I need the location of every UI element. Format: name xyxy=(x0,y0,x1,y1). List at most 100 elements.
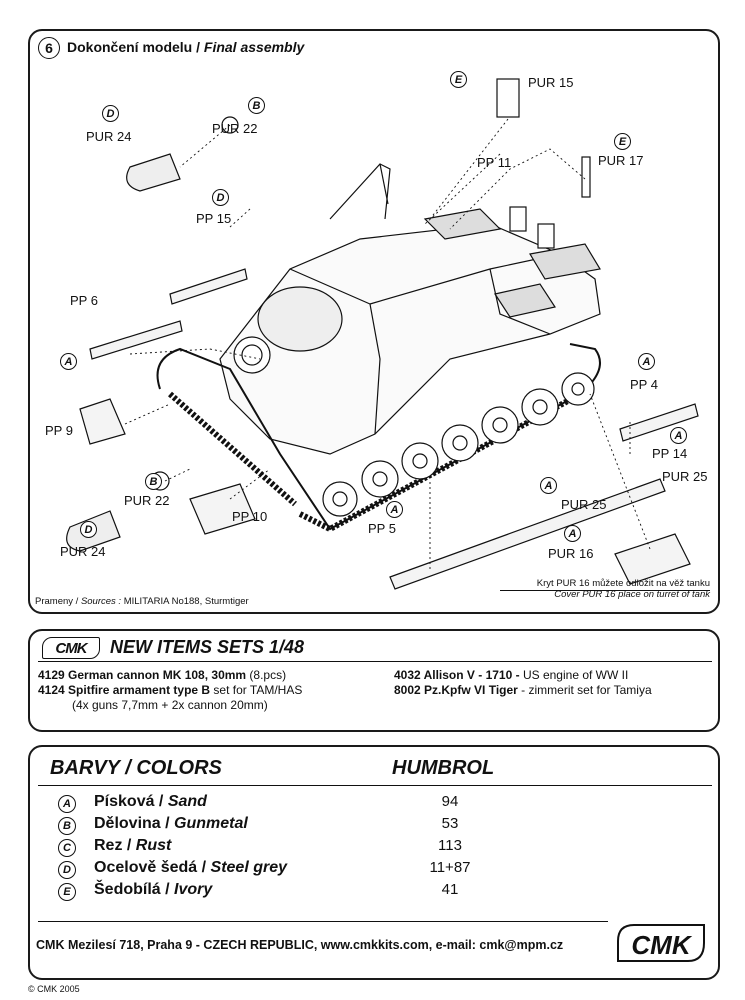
color-number: 41 xyxy=(441,881,459,898)
paint-marker-icon: E xyxy=(58,883,76,901)
assembly-panel: 6 Dokončení modelu / Final assembly xyxy=(28,29,720,614)
paint-marker-icon: A xyxy=(60,353,77,370)
color-number: 53 xyxy=(441,815,459,832)
cmk-logo: CMK xyxy=(617,924,705,962)
paint-marker-icon: D xyxy=(58,861,76,879)
new-item: 4032 Allison V - 1710 - US engine of WW … xyxy=(394,668,652,683)
new-item: (4x guns 7,7mm + 2x cannon 20mm) xyxy=(38,698,302,713)
divider xyxy=(500,590,710,591)
color-name: Dělovina / Gunmetal xyxy=(94,815,248,833)
colors-panel: BARVY / COLORS HUMBROL A Písková / Sand … xyxy=(28,745,720,980)
item-desc: set for TAM/HAS xyxy=(210,683,303,697)
paint-marker-icon: A xyxy=(58,795,76,813)
color-name: Písková / Sand xyxy=(94,793,207,811)
paint-marker-icon: D xyxy=(80,521,97,538)
sources-label: Prameny / xyxy=(35,596,79,607)
part-label-pur22: PUR 22 xyxy=(124,493,170,508)
paint-marker-icon: A xyxy=(386,501,403,518)
paint-marker-icon: B xyxy=(145,473,162,490)
color-name-en: Rust xyxy=(135,837,172,854)
sources-line: Prameny / Sources : MILITARIA No188, Stu… xyxy=(35,596,249,607)
new-items-right-column: 4032 Allison V - 1710 - US engine of WW … xyxy=(394,668,652,698)
color-row: C Rez / Rust 113 xyxy=(30,837,720,859)
new-items-left-column: 4129 German cannon MK 108, 30mm (8.pcs) … xyxy=(38,668,302,713)
color-number: 94 xyxy=(441,793,459,810)
step-title: Dokončení modelu / Final assembly xyxy=(67,39,304,55)
color-row: D Ocelově šedá / Steel grey 11+87 xyxy=(30,859,720,881)
item-desc: (8.pcs) xyxy=(246,668,287,682)
new-items-panel: CMK NEW ITEMS SETS 1/48 4129 German cann… xyxy=(28,629,720,732)
cover-note-en: Cover PUR 16 place on turret of tank xyxy=(554,589,710,600)
step-title-en: Final assembly xyxy=(203,39,305,55)
paint-marker-icon: E xyxy=(614,133,631,150)
color-name-en: Ivory xyxy=(174,881,213,898)
color-row: B Dělovina / Gunmetal 53 xyxy=(30,815,720,837)
colors-brand: HUMBROL xyxy=(392,757,495,779)
color-number: 113 xyxy=(438,837,462,854)
color-name-cz: Ocelově šedá / xyxy=(94,859,207,876)
color-name-cz: Rez / xyxy=(94,837,132,854)
paint-marker-icon: B xyxy=(248,97,265,114)
color-name-cz: Písková / xyxy=(94,793,164,810)
paint-marker-icon: A xyxy=(540,477,557,494)
color-name-cz: Dělovina / xyxy=(94,815,170,832)
color-name-cz: Šedobílá / xyxy=(94,881,170,898)
new-item: 4129 German cannon MK 108, 30mm (8.pcs) xyxy=(38,668,302,683)
part-label-pur24: PUR 24 xyxy=(60,544,106,559)
color-name: Šedobílá / Ivory xyxy=(94,881,212,899)
cmk-logo: CMK xyxy=(42,637,100,659)
paint-marker-icon: D xyxy=(212,189,229,206)
divider xyxy=(38,921,608,922)
part-label-pur25: PUR 25 xyxy=(662,469,708,484)
paint-marker-icon: C xyxy=(58,839,76,857)
item-code: 4129 German cannon MK 108, 30mm xyxy=(38,668,247,682)
cmk-logo-text: CMK xyxy=(631,930,692,960)
tank-assembly-drawing xyxy=(66,78,699,590)
part-label-pp11: PP 11 xyxy=(477,155,512,170)
copyright: © CMK 2005 xyxy=(28,984,80,994)
color-name: Rez / Rust xyxy=(94,837,171,855)
color-name-en: Gunmetal xyxy=(174,815,248,832)
part-label-pp10: PP 10 xyxy=(232,509,268,524)
part-label-pp4: PP 4 xyxy=(630,377,658,392)
paint-marker-icon: A xyxy=(564,525,581,542)
divider xyxy=(38,785,712,786)
part-label-pur24: PUR 24 xyxy=(86,129,132,144)
new-item: 8002 Pz.Kpfw VI Tiger - zimmerit set for… xyxy=(394,683,652,698)
part-label-pp15: PP 15 xyxy=(196,211,232,226)
new-items-title: NEW ITEMS SETS 1/48 xyxy=(110,637,305,657)
color-number: 11+87 xyxy=(429,859,471,876)
part-label-pp14: PP 14 xyxy=(652,446,688,461)
item-code: 4032 Allison V - 1710 - xyxy=(394,668,520,682)
color-row: E Šedobílá / Ivory 41 xyxy=(30,881,720,903)
colors-heading: BARVY / COLORS xyxy=(50,757,222,779)
item-code: 4124 Spitfire armament type B xyxy=(38,683,211,697)
part-label-pp9: PP 9 xyxy=(45,423,73,438)
contact-footer: CMK Mezilesí 718, Praha 9 - CZECH REPUBL… xyxy=(36,938,564,952)
part-label-pp6: PP 6 xyxy=(70,293,98,308)
step-title-cz: Dokončení modelu / xyxy=(67,39,201,55)
paint-marker-icon: A xyxy=(670,427,687,444)
paint-marker-icon: D xyxy=(102,105,119,122)
new-item: 4124 Spitfire armament type B set for TA… xyxy=(38,683,302,698)
paint-marker-icon: B xyxy=(58,817,76,835)
part-label-pur16: PUR 16 xyxy=(548,546,594,561)
part-label-pur22: PUR 22 xyxy=(212,121,258,136)
part-label-pp5: PP 5 xyxy=(368,521,396,536)
part-label-pur15: PUR 15 xyxy=(528,75,574,90)
cover-note-cz: Kryt PUR 16 můžete odložit na věž tanku xyxy=(536,578,710,589)
paint-marker-icon: A xyxy=(638,353,655,370)
item-desc: (4x guns 7,7mm + 2x cannon 20mm) xyxy=(72,698,268,712)
part-label-pur25: PUR 25 xyxy=(561,497,607,512)
divider xyxy=(38,661,712,662)
item-desc: - zimmerit set for Tamiya xyxy=(517,683,652,697)
item-code: 8002 Pz.Kpfw VI Tiger xyxy=(394,683,518,697)
part-label-pur17: PUR 17 xyxy=(598,153,644,168)
cover-note: Kryt PUR 16 můžete odložit na věž tanku … xyxy=(537,578,710,600)
color-name: Ocelově šedá / Steel grey xyxy=(94,859,287,877)
sources-value: MILITARIA No188, Sturmtiger xyxy=(123,596,249,607)
color-name-en: Steel grey xyxy=(210,859,287,876)
sources-label-en: Sources : xyxy=(80,596,122,607)
color-row: A Písková / Sand 94 xyxy=(30,793,720,815)
paint-marker-icon: E xyxy=(450,71,467,88)
